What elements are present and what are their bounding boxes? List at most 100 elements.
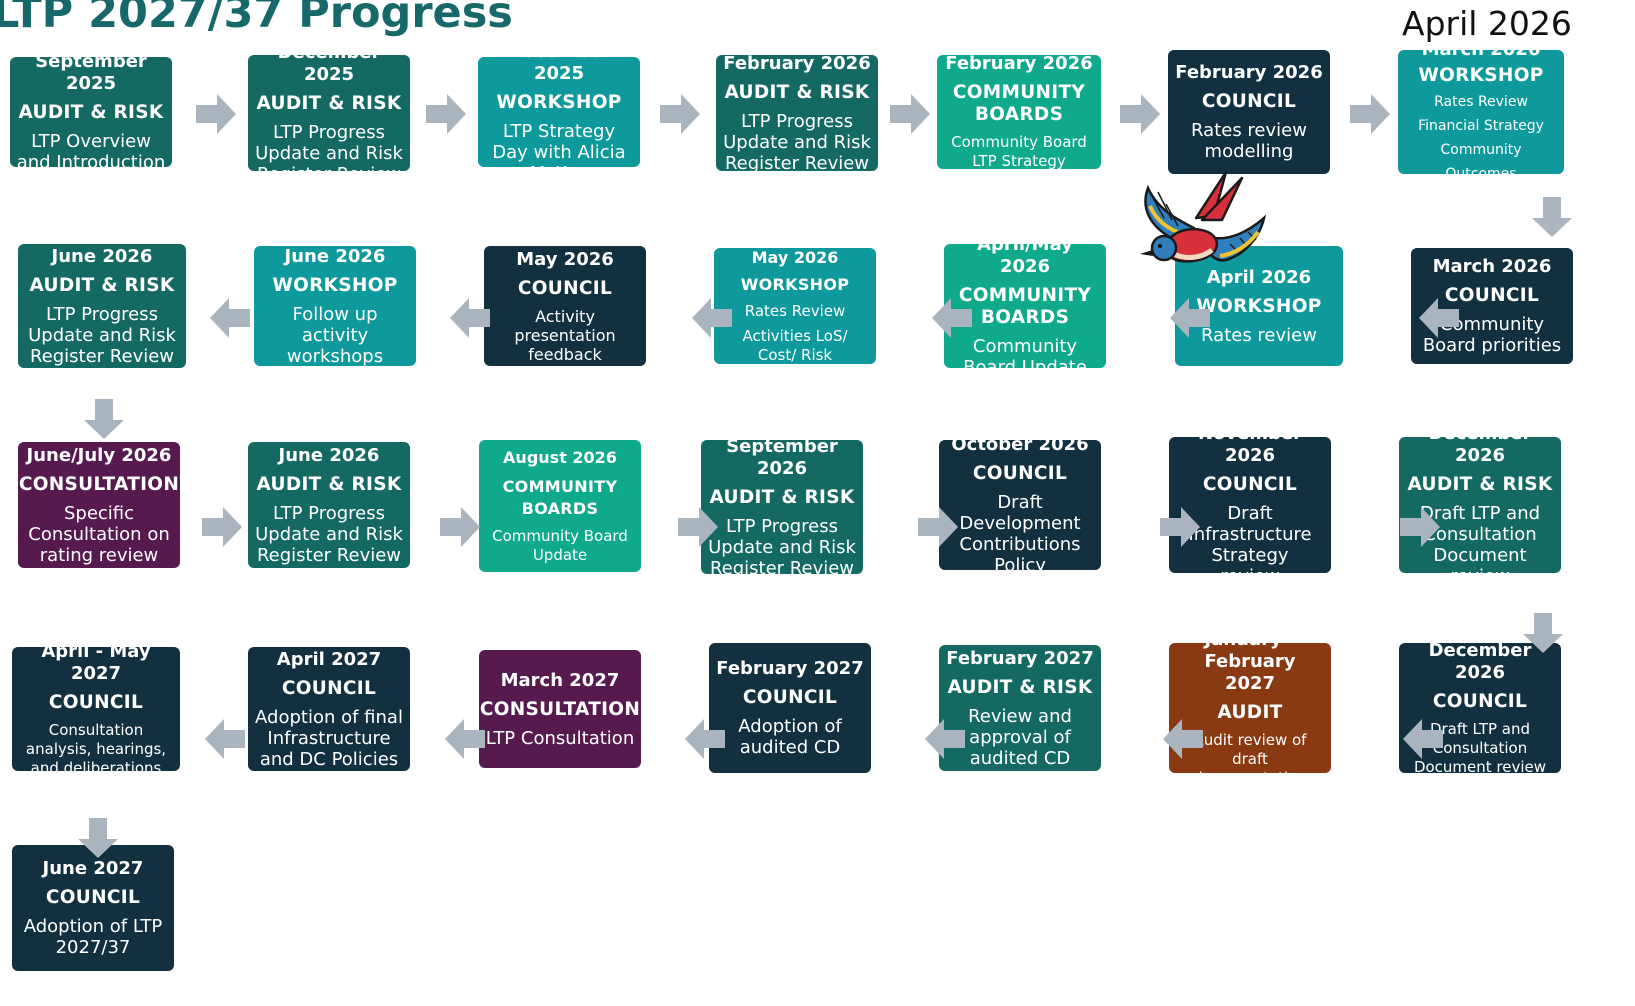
step-5-card: February 2026 COMMUNITY BOARDS Community… [937,55,1101,169]
step-16-card: June 2026 AUDIT & RISK LTP Progress Upda… [248,442,410,568]
step-description: Draft LTP and Consultation Document revi… [1419,503,1541,573]
step-description: Consultation analysis, hearings, and del… [25,720,167,772]
step-21-card: December 2026 AUDIT & RISK Draft LTP and… [1399,437,1561,573]
step-meeting-type: WORKSHOP [496,91,622,113]
arrow-left-icon [210,298,250,338]
step-26-card: March 2027 CONSULTATION LTP Consultation [479,650,641,768]
arrow-left-icon [205,719,245,759]
arrow-left-icon [692,298,732,338]
step-description: Rates review modelling [1191,120,1307,162]
step-description: Rates Review [744,302,846,320]
step-date: June 2026 [284,246,386,267]
step-29-card: June 2027 COUNCIL Adoption of LTP 2027/3… [12,845,174,971]
step-date: June 2026 [278,444,380,466]
step-meeting-type: COUNCIL [517,277,613,299]
step-24-card: February 2027 AUDIT & RISK Review and ap… [939,645,1101,771]
arrow-down-icon [1532,197,1572,237]
step-meeting-type: COUNCIL [1201,91,1297,112]
step-meeting-type: AUDIT [1217,701,1283,723]
arrow-right-icon [890,94,930,134]
arrow-right-icon [1350,94,1390,134]
arrow-left-icon [445,719,485,759]
arrow-left-icon [450,298,490,338]
step-description: LTP Progress Update and Risk Register Re… [255,121,403,172]
step-4-card: February 2026 AUDIT & RISK LTP Progress … [716,55,878,171]
step-meeting-type: AUDIT & RISK [18,102,164,123]
step-date: September 2025 [35,57,147,94]
step-meeting-type: COUNCIL [1202,474,1298,495]
step-date: April - May 2027 [41,647,151,684]
step-meeting-type: COUNCIL [281,677,377,699]
step-meeting-type: COUNCIL [1444,285,1540,306]
step-date: May 2026 [751,248,839,267]
step-1-card: September 2025 AUDIT & RISK LTP Overview… [10,57,172,167]
step-10-card: April/May 2026 COMMUNITY BOARDS Communit… [944,244,1106,368]
arrow-right-icon [196,94,236,134]
step-meeting-type: COUNCIL [48,691,144,713]
step-12-card: May 2026 COUNCIL Activity presentation f… [484,246,646,366]
step-description: Draft Infrastructure Strategy review [1188,503,1312,573]
step-meeting-type: COUNCIL [45,887,141,908]
arrow-right-icon [918,507,958,547]
step-description-line-2: Activities LoS/ Cost/ Risk [742,327,848,364]
arrow-down-icon [84,399,124,439]
step-description: Adoption of audited CD [738,716,842,758]
step-date: March 2026 [1422,50,1541,61]
step-date: May 2026 [516,248,614,270]
arrow-right-icon [202,507,242,547]
arrow-left-icon [932,298,972,338]
step-meeting-type: AUDIT & RISK [947,676,1093,698]
step-19-card: October 2026 COUNCIL Draft Development C… [939,440,1101,570]
step-description: Specific Consultation on rating review [28,502,170,566]
step-meeting-type: AUDIT & RISK [1407,474,1553,495]
arrow-down-icon [1523,613,1563,653]
step-description: Community Board Update [963,336,1087,368]
step-description: LTP Progress Update and Risk Register Re… [708,515,856,575]
step-description: Review and approval of audited CD [968,705,1072,769]
step-description: Activity presentation feedback [514,306,616,364]
arrow-left-icon [925,719,965,759]
arrow-left-icon [1170,298,1210,338]
step-meeting-type: CONSULTATION [479,698,641,720]
step-date: October 2026 [951,440,1089,455]
step-meeting-type: COMMUNITY BOARDS [502,477,618,518]
step-description: LTP Overview and Introduction [16,131,166,167]
arrow-left-icon [1163,719,1203,759]
step-description: Rates review [1201,324,1317,346]
step-date: December 2025 [508,57,611,84]
step-18-card: September 2026 AUDIT & RISK LTP Progress… [701,440,863,574]
step-description: LTP Consultation [485,727,635,749]
step-date: February 2026 [945,55,1093,74]
arrow-right-icon [440,507,480,547]
step-3-card: December 2025 WORKSHOP LTP Strategy Day … [478,57,640,167]
step-meeting-type: WORKSHOP [740,275,850,294]
step-date: September 2026 [726,440,838,479]
step-meeting-type: COUNCIL [972,463,1068,484]
step-description: Adoption of LTP 2027/37 [23,916,163,958]
step-date: February 2026 [723,55,871,74]
step-date: February 2027 [946,647,1094,669]
step-description: LTP Progress Update and Risk Register Re… [723,110,871,172]
step-meeting-type: COMMUNITY BOARDS [952,82,1086,125]
step-meeting-type: AUDIT & RISK [29,274,175,296]
step-meeting-type: WORKSHOP [1418,64,1544,86]
step-6-card: February 2026 COUNCIL Rates review model… [1168,50,1330,174]
step-date: January - February 2027 [1204,643,1296,694]
step-date: June 2026 [51,245,153,267]
step-13-card: June 2026 WORKSHOP Follow up activity wo… [254,246,416,366]
step-27-card: April 2027 COUNCIL Adoption of final Inf… [248,647,410,771]
step-9-card: April 2026 WORKSHOP Rates review [1175,246,1343,366]
step-description: Follow up activity workshops [286,303,384,367]
step-date: April/May 2026 [977,244,1073,277]
arrow-right-icon [1160,507,1200,547]
step-description: LTP Progress Update and Risk Register Re… [28,303,176,367]
arrow-right-icon [1120,94,1160,134]
step-date: February 2027 [716,658,864,679]
arrow-right-icon [426,94,466,134]
step-date: June 2027 [42,858,144,879]
step-meeting-type: AUDIT & RISK [709,486,855,508]
step-22-card: December 2026 COUNCIL Draft LTP and Cons… [1399,643,1561,773]
step-description: Draft LTP and Consultation Document revi… [1413,719,1547,774]
step-28-card: April - May 2027 COUNCIL Consultation an… [12,647,180,771]
arrow-left-icon [1419,298,1459,338]
